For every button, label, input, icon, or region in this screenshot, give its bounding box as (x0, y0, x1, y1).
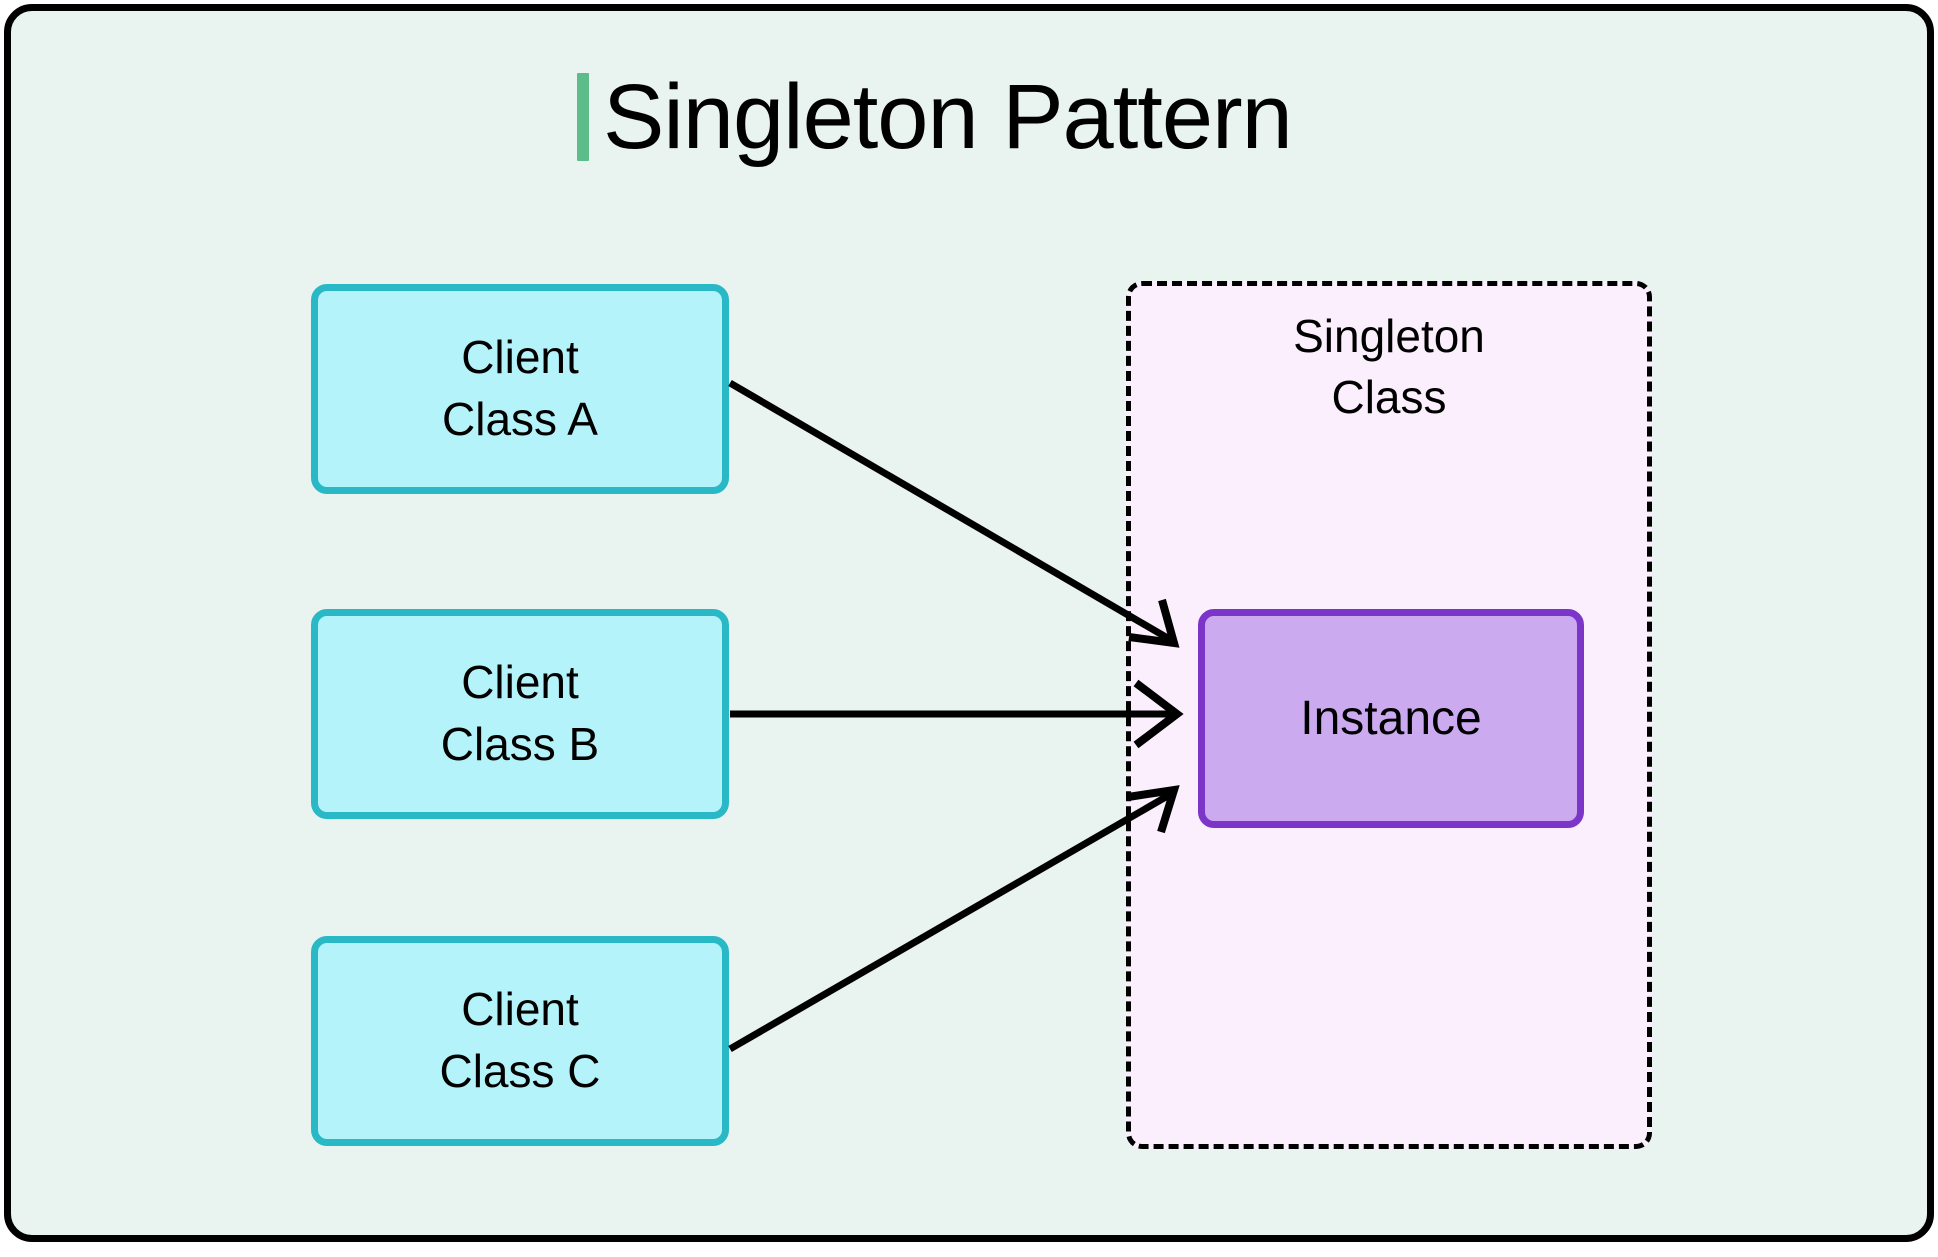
client-class-a-label-line2: Class A (442, 393, 598, 445)
client-class-a-label-line1: Client (461, 331, 579, 384)
client-class-a-node[interactable]: Client Class A (311, 284, 729, 494)
singleton-class-label: Singleton Class (1131, 306, 1647, 427)
instance-label: Instance (1300, 692, 1482, 745)
client-class-b-node[interactable]: Client Class B (311, 609, 729, 819)
arrow-client-a-to-instance (728, 379, 1180, 648)
instance-node[interactable]: Instance (1198, 609, 1584, 828)
singleton-class-container[interactable]: Singleton Class Instance (1126, 281, 1652, 1149)
client-class-c-label-line2: Class C (439, 1045, 601, 1097)
arrow-client-b-to-instance (730, 679, 1184, 749)
singleton-class-label-line1: Singleton (1293, 310, 1485, 362)
arrow-client-c-to-instance (728, 785, 1180, 1053)
title-accent-bar (577, 73, 589, 161)
title-text: Singleton Pattern (603, 66, 1293, 168)
client-class-c-label-line1: Client (461, 983, 579, 1036)
singleton-class-label-line2: Class (1331, 370, 1447, 423)
client-class-c-node[interactable]: Client Class C (311, 936, 729, 1146)
client-class-b-label-line2: Class B (440, 718, 600, 770)
page-title: Singleton Pattern (577, 63, 1293, 171)
diagram-frame: Singleton Pattern Client Class A Client … (4, 4, 1934, 1242)
client-class-b-label-line1: Client (461, 656, 579, 709)
